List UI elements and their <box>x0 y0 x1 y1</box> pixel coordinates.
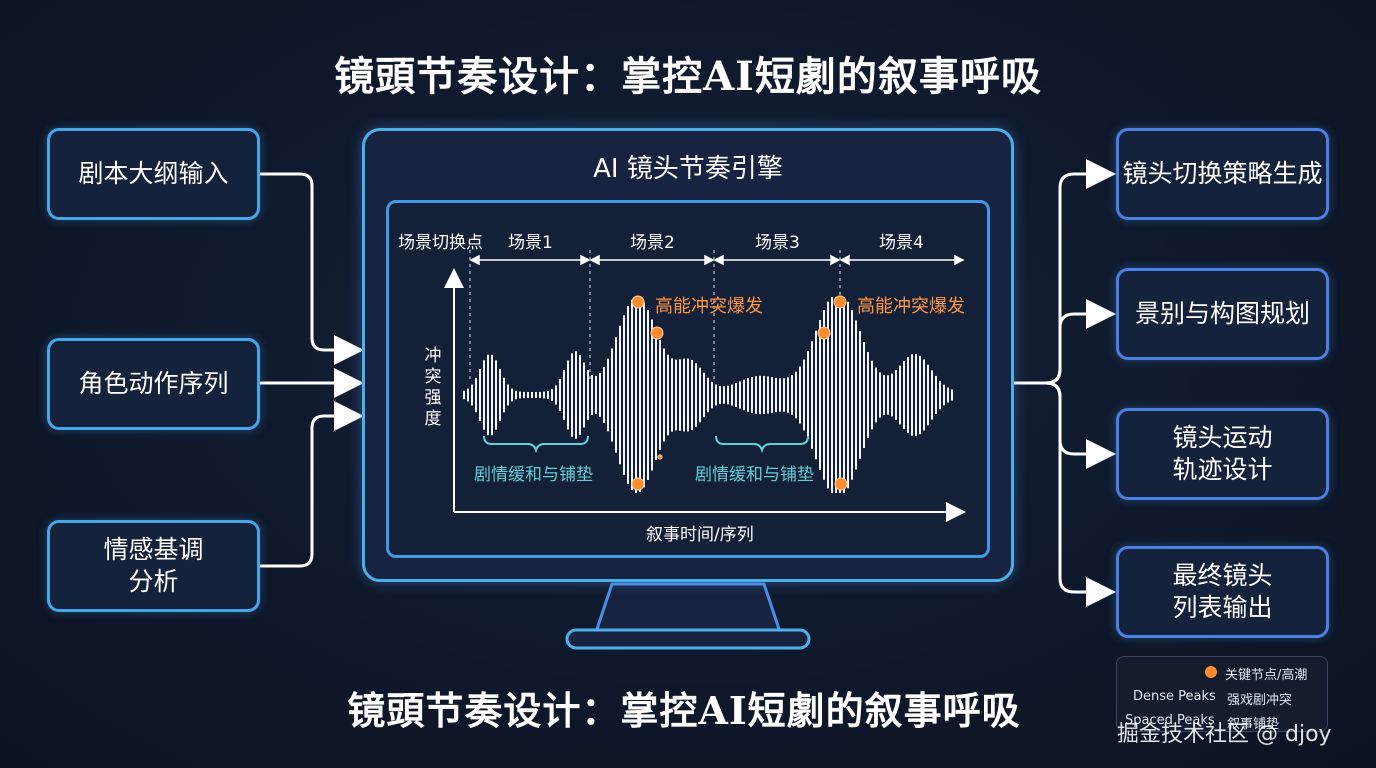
scene-label: 场景1 <box>508 233 553 253</box>
x-axis-label: 叙事时间/序列 <box>646 525 754 545</box>
peak-label: 高能冲突爆发 <box>655 296 763 317</box>
output-box-switch: 镜头切换策略生成 <box>1116 128 1329 220</box>
watermark: 掘金技术社区 @ djoy <box>1117 722 1332 747</box>
input-label: 角色动作序列 <box>78 369 229 398</box>
key-node <box>631 295 645 309</box>
legend-dot-icon <box>1205 666 1217 678</box>
calm-braces <box>483 435 809 454</box>
scene-switch-label: 场景切换点 <box>398 233 483 253</box>
scene-label: 场景4 <box>879 233 924 253</box>
legend-key-node: 关键节点/高潮 <box>1225 668 1308 683</box>
connector-output-2 <box>1045 299 1116 385</box>
key-node <box>834 477 848 491</box>
key-node <box>817 326 831 340</box>
input-label: 剧本大纲输入 <box>78 159 229 188</box>
legend-dense-left: Dense Peaks <box>1133 689 1216 704</box>
engine-title: AI 镜头节奏引擎 <box>593 154 783 184</box>
output-label: 镜头切换策略生成 <box>1122 159 1323 188</box>
output-label: 镜头运动 轨迹设计 <box>1172 423 1273 484</box>
output-box-final: 最终镜头 列表输出 <box>1116 546 1329 638</box>
legend-spaced-right: 叙事铺垫 <box>1227 717 1280 732</box>
scene-spans <box>469 254 965 266</box>
connector-input-3 <box>260 401 364 568</box>
page-title: 镜頭节奏设计：掌控AI短劇的叙事呼吸 <box>334 53 1042 100</box>
output-box-motion: 镜头运动 轨迹设计 <box>1116 408 1329 500</box>
y-axis-label: 冲突强度 <box>424 346 442 429</box>
scene-label: 场景3 <box>755 233 800 253</box>
connector-input-1 <box>260 172 364 365</box>
key-node <box>833 295 847 309</box>
input-box-emotion: 情感基调 分析 <box>47 520 260 612</box>
waveform <box>463 297 953 493</box>
scene-label: 场景2 <box>630 233 675 253</box>
input-box-script: 剧本大纲输入 <box>47 128 260 220</box>
connector-output-4 <box>1045 381 1116 607</box>
page-subtitle: 镜頭节奏设计：掌控AI短劇的叙事呼吸 <box>347 688 1021 733</box>
legend-dense-right: 强戏剧冲突 <box>1227 693 1293 708</box>
input-box-actions: 角色动作序列 <box>47 338 260 430</box>
calm-label: 剧情缓和与铺垫 <box>474 465 593 485</box>
output-box-framing: 景别与构图规划 <box>1116 268 1329 360</box>
legend: 关键节点/高潮 Dense Peaks 强戏剧冲突 Spaced Peaks 叙… <box>1116 656 1328 732</box>
output-label: 最终镜头 列表输出 <box>1172 561 1273 622</box>
key-node <box>631 477 645 491</box>
calm-label: 剧情缓和与铺垫 <box>695 465 814 485</box>
legend-spaced-left: Spaced Peaks <box>1125 713 1215 728</box>
output-label: 景别与构图规划 <box>1134 299 1310 328</box>
key-nodes <box>631 295 848 491</box>
key-node <box>650 326 664 340</box>
peak-label: 高能冲突爆发 <box>857 296 965 317</box>
input-label: 情感基调 分析 <box>103 535 204 596</box>
key-node-small <box>657 454 663 460</box>
